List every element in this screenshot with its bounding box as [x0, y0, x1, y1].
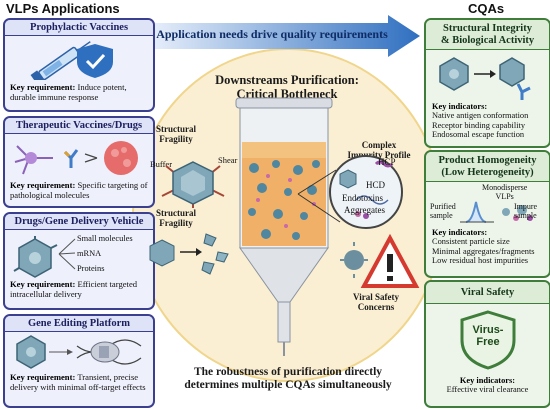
gene-editing-icon	[16, 335, 142, 369]
vlp-stress-icon	[161, 161, 225, 208]
syringe-shield-icon	[30, 41, 113, 80]
virus-free-badge: Virus-Free	[472, 324, 504, 348]
impurity-endotoxins: Endotoxins	[342, 193, 384, 203]
requirement: Key requirement: Efficient targeted intr…	[10, 279, 138, 299]
buffer-label: Buffer	[150, 159, 173, 169]
right-header: CQAs	[468, 1, 505, 16]
cargo-brackets	[58, 238, 76, 270]
box-title: Gene Editing Platform	[5, 316, 153, 332]
box-title: Drugs/Gene Delivery Vehicle	[5, 214, 153, 230]
requirement: Key requirement: Transient, precise deli…	[10, 372, 146, 392]
structural-integrity-box: Structural Integrity& Biological Activit…	[424, 18, 550, 148]
viral-safety-box: Viral Safety Virus-Free Key indicators: …	[424, 280, 550, 408]
box-title: Structural Integrity& Biological Activit…	[426, 20, 549, 50]
cargo-small-molecules: Small molecules	[77, 234, 133, 243]
indicators: Key indicators: Consistent particle size…	[432, 228, 535, 266]
impurity-magnifier	[297, 155, 403, 229]
impurity-aggregates: Aggregates	[344, 205, 385, 215]
box-title: Therapeutic Vaccines/Drugs	[5, 118, 153, 134]
impurity-hcd: HCD	[366, 180, 386, 190]
virus-free-shield-icon	[460, 310, 516, 370]
vlp-receptor-icon	[439, 57, 531, 100]
fragmenting-vlp-icon	[149, 233, 229, 275]
box-title: Prophylactic Vaccines	[5, 20, 153, 36]
left-header: VLPs Applications	[6, 1, 120, 16]
gene-editing-box: Gene Editing Platform Key requirement: T…	[3, 314, 155, 408]
requirement: Key requirement: Specific targeting of p…	[10, 180, 148, 200]
requirement: Key requirement: Induce potent, durable …	[10, 82, 127, 102]
cargo-proteins: Proteins	[77, 264, 105, 273]
box-title: Viral Safety	[426, 282, 549, 304]
purification-column	[235, 97, 333, 356]
impurity-hcp: HCP	[378, 157, 396, 167]
gene-delivery-box: Drugs/Gene Delivery Vehicle Small molecu…	[3, 212, 155, 310]
vlp-cargo-icon	[13, 236, 58, 278]
cargo-mrna: mRNA	[77, 249, 102, 258]
arrow-text: Application needs drive quality requirem…	[156, 27, 388, 41]
homogeneity-icon	[460, 201, 533, 223]
shear-label: Shear	[218, 155, 238, 165]
therapeutic-vaccines-box: Therapeutic Vaccines/Drugs Key requireme…	[3, 116, 155, 208]
requirements-arrow	[152, 15, 420, 57]
box-title: Product Homogeneity(Low Heterogeneity)	[426, 152, 549, 182]
neuron-antibody-icon	[14, 141, 138, 175]
product-homogeneity-box: Product Homogeneity(Low Heterogeneity) M…	[424, 150, 550, 278]
indicators: Key indicators: Effective viral clearanc…	[446, 376, 529, 395]
viral-warning-icon	[340, 234, 420, 288]
indicators: Key indicators: Native antigen conformat…	[432, 102, 529, 140]
prophylactic-vaccines-box: Prophylactic Vaccines Key requirement: I…	[3, 18, 155, 112]
